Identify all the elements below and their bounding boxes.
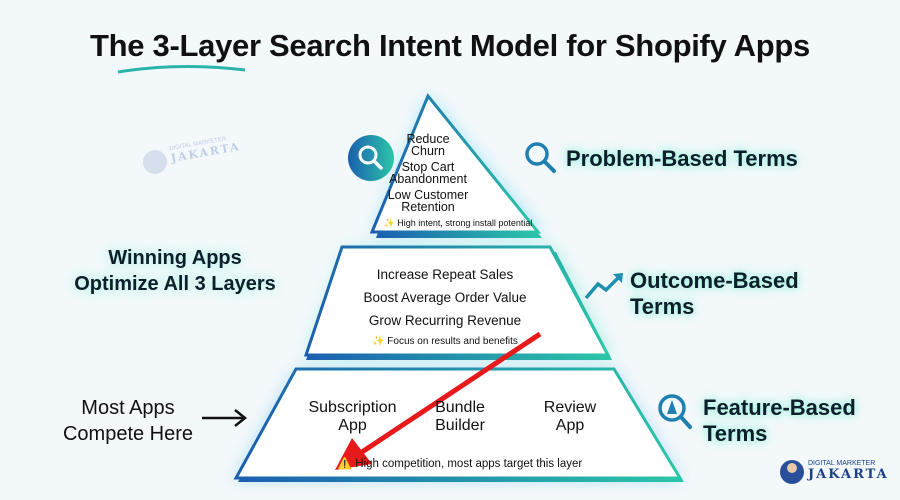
- logo-line: DIGITAL MARKETER: [808, 460, 876, 467]
- middle-layer: [303, 245, 611, 357]
- label-line: Feature-Based: [703, 395, 856, 420]
- bottom-layer-note: ⚠️ High competition, most apps target th…: [337, 458, 583, 470]
- label-line: Terms: [703, 421, 768, 446]
- top-layer: [369, 93, 542, 234]
- layer-item: Bundle Builder: [435, 399, 485, 434]
- label-line: Terms: [630, 294, 695, 319]
- layer-item: Boost Average Order Value: [363, 290, 527, 305]
- feature-based-label: Feature-Based Terms: [703, 395, 856, 447]
- logo-avatar: [780, 460, 804, 484]
- label-line: Outcome-Based: [630, 268, 799, 293]
- note-line: Compete Here: [62, 423, 194, 445]
- watermark-avatar: [143, 150, 167, 174]
- problem-based-label: Problem-Based Terms: [566, 146, 798, 171]
- trending-up-icon: [584, 273, 623, 300]
- layer-item: Grow Recurring Revenue: [368, 313, 522, 328]
- layer-item: Review App: [543, 399, 597, 434]
- top-layer-items: Reduce Churn Stop Cart Abandonment Low C…: [378, 132, 478, 214]
- brand-logo: DIGITAL MARKETER JAKARTA: [808, 460, 889, 482]
- layer-item: Subscription App: [308, 399, 397, 434]
- logo-line: JAKARTA: [808, 467, 889, 482]
- search-feature-icon: [658, 394, 692, 429]
- right-arrow-icon: [202, 409, 248, 427]
- outcome-based-label: Outcome-Based Terms: [630, 268, 799, 320]
- layer-item: Increase Repeat Sales: [376, 267, 514, 282]
- winning-apps-note: Winning Apps Optimize All 3 Layers: [55, 245, 295, 297]
- page-title: The 3-Layer Search Intent Model for Shop…: [90, 28, 810, 63]
- top-layer-note: ✨ High intent, strong install potential: [383, 218, 533, 228]
- most-apps-note: Most Apps Compete Here: [38, 395, 218, 447]
- note-line: Most Apps: [81, 397, 175, 419]
- search-circle-icon: [348, 135, 394, 181]
- note-line: Winning Apps: [108, 247, 242, 269]
- title-underline: [117, 64, 246, 74]
- red-annotation-arrow: [335, 331, 542, 470]
- layer-item: Low Customer Retention: [387, 188, 469, 214]
- middle-layer-items: Increase Repeat Sales Boost Average Orde…: [330, 263, 560, 332]
- layer-item: Stop Cart Abandonment: [389, 160, 467, 186]
- note-line: Optimize All 3 Layers: [74, 273, 276, 295]
- layer-item: Reduce Churn: [406, 132, 450, 158]
- middle-layer-note: ✨ Focus on results and benefits: [372, 336, 518, 347]
- search-icon: [525, 142, 556, 173]
